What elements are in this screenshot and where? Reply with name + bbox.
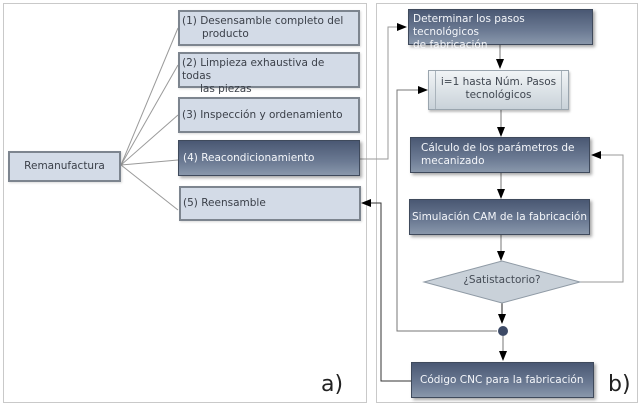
step-1-desensamble[interactable]: (1) Desensamble completo del producto xyxy=(178,10,360,46)
step-2-line1: (2) Limpieza exhaustiva de todas xyxy=(182,57,325,82)
node-simulacion-cam[interactable]: Simulación CAM de la fabricación xyxy=(409,199,590,235)
arrow-reacond-to-determinar xyxy=(359,23,407,160)
arrow-codigo-to-reensamble xyxy=(361,199,411,382)
step-2-line2: las piezas xyxy=(200,83,252,95)
simulacion-label: Simulación CAM de la fabricación xyxy=(412,211,587,223)
step-4-label: (4) Reacondicionamiento xyxy=(183,152,315,164)
step-5-label: (5) Reensamble xyxy=(183,197,266,209)
node-loop-pasos[interactable]: i=1 hasta Núm. Pasos tecnológicos xyxy=(428,70,569,110)
tree-line-2 xyxy=(120,64,179,166)
calculo-line1: Cálculo de los parámetros de xyxy=(421,142,575,154)
panel-b-label: b) xyxy=(608,372,631,397)
tree-line-3 xyxy=(120,114,179,166)
step-2-limpieza[interactable]: (2) Limpieza exhaustiva de todas las pie… xyxy=(178,52,360,95)
panel-a-label: a) xyxy=(321,372,344,397)
node-codigo-cnc[interactable]: Código CNC para la fabricación xyxy=(411,362,594,398)
step-3-inspeccion[interactable]: (3) Inspección y ordenamiento xyxy=(178,97,360,133)
step-3-label: (3) Inspección y ordenamiento xyxy=(182,109,343,121)
determinar-line1: Determinar los pasos tecnológicos xyxy=(413,13,525,38)
tree-line-4 xyxy=(120,159,179,166)
junction-dot xyxy=(498,326,508,336)
step-5-reensamble[interactable]: (5) Reensamble xyxy=(179,186,361,221)
codigo-label: Código CNC para la fabricación xyxy=(420,374,584,386)
arrow-junction-to-loop xyxy=(396,86,497,332)
tree-line-5 xyxy=(120,164,179,211)
decision-label: ¿Satistactorio? xyxy=(463,274,541,286)
tree-line-1 xyxy=(120,27,179,166)
root-label: Remanufactura xyxy=(24,160,105,172)
step-1-line2: producto xyxy=(202,28,249,40)
root-remanufactura[interactable]: Remanufactura xyxy=(8,151,121,182)
tree-connectors xyxy=(120,27,179,211)
step-1-line1: (1) Desensamble completo del xyxy=(182,15,344,27)
node-calculo-parametros[interactable]: Cálculo de los parámetros de mecanizado xyxy=(410,137,590,173)
step-4-reacondicionamiento[interactable]: (4) Reacondicionamiento xyxy=(178,140,360,176)
loop-line2: tecnológicos xyxy=(465,89,532,101)
decision-diamond xyxy=(422,260,582,304)
node-determinar-pasos[interactable]: Determinar los pasos tecnológicos de fab… xyxy=(408,9,593,51)
determinar-line2: de fabricación xyxy=(413,39,488,51)
calculo-line2: mecanizado xyxy=(421,155,485,167)
arrow-decision-feedback xyxy=(578,151,624,283)
loop-line1: i=1 hasta Núm. Pasos xyxy=(440,76,557,88)
